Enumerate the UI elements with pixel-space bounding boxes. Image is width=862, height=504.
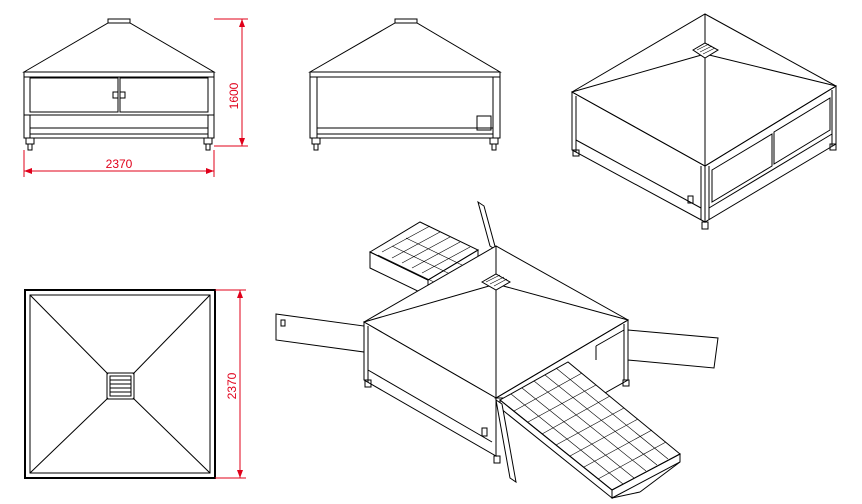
isometric-open-view: [275, 200, 719, 500]
side-view-feet: [311, 137, 499, 151]
side-view-panel: [476, 115, 492, 131]
side-view-body: [309, 71, 501, 139]
front-view-vent-cap: [107, 18, 131, 24]
open-view-back-door: [477, 200, 497, 252]
top-view-outline: [24, 289, 216, 479]
front-view: [22, 18, 216, 151]
side-view: [308, 18, 502, 151]
front-height-dimension: 1600: [214, 18, 248, 147]
isometric-closed-view: [570, 13, 837, 230]
front-view-left-door: [29, 77, 119, 113]
open-view-vent: [480, 273, 512, 291]
top-view-vent: [106, 372, 135, 400]
iso-door-left: [711, 133, 773, 203]
open-view-right-door: [627, 329, 719, 369]
front-view-door-handle: [112, 91, 126, 99]
open-view-left-door: [275, 313, 365, 353]
front-view-roof: [22, 22, 216, 73]
front-view-right-door: [119, 77, 209, 113]
iso-feet: [572, 143, 837, 230]
iso-vent: [692, 42, 720, 59]
front-view-feet: [25, 137, 213, 151]
top-depth-dimension: 2370: [215, 289, 246, 479]
open-view-drawer-grid: [510, 367, 669, 485]
front-view-body: [23, 71, 215, 139]
iso-roof: [570, 13, 837, 167]
iso-door-right: [773, 97, 831, 165]
open-view-front-door: [495, 398, 517, 484]
front-height-label: 1600: [227, 82, 241, 109]
front-width-label: 2370: [106, 157, 133, 171]
front-width-dimension: 2370: [23, 150, 215, 177]
open-view-front-drawer: [499, 361, 681, 500]
top-view: [24, 289, 216, 479]
iso-left-face: [571, 91, 706, 223]
top-depth-label: 2370: [225, 372, 239, 399]
open-view-feet: [364, 379, 630, 464]
side-view-roof: [308, 22, 502, 73]
